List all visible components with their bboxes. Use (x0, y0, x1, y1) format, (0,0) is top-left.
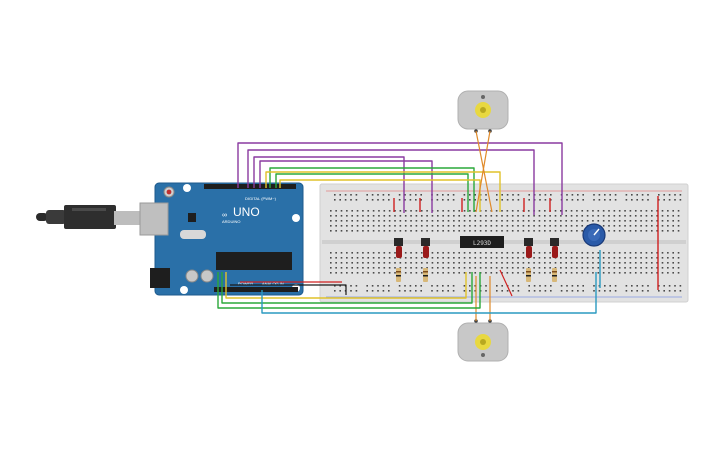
capacitor (185, 269, 199, 283)
digital-label: DIGITAL (PWM~) (245, 196, 277, 201)
resistor[interactable] (552, 268, 557, 282)
crystal (180, 230, 206, 239)
wire-yellow[interactable] (279, 179, 481, 212)
chip-label: L293D (473, 240, 491, 247)
mount-hole (292, 214, 300, 222)
wire-purple[interactable] (247, 149, 535, 215)
push-button[interactable] (550, 238, 559, 258)
mount-hole (183, 184, 191, 192)
wire-green[interactable] (269, 167, 475, 212)
wire-cyan[interactable] (261, 272, 597, 314)
wire-green[interactable] (217, 272, 481, 309)
capacitor (200, 269, 214, 283)
digital-header[interactable] (204, 184, 296, 189)
usb-cable[interactable] (36, 205, 140, 229)
dc-motor-bottom[interactable] (457, 319, 509, 362)
wires[interactable] (217, 130, 659, 321)
dc-motor-top[interactable] (457, 90, 509, 133)
atmega-chip (216, 252, 292, 270)
wire-purple[interactable] (253, 156, 405, 213)
wire-red[interactable] (499, 269, 513, 297)
board-brand: ARDUINO (222, 219, 240, 224)
resistor[interactable] (396, 268, 401, 282)
arduino-uno-board[interactable]: ∞ UNO ARDUINO DIGITAL (PWM~) POWER ANALO… (139, 182, 304, 296)
wire-yellow[interactable] (265, 171, 501, 212)
push-button[interactable] (524, 238, 533, 258)
board-model: UNO (233, 205, 260, 219)
wire-orange-motor[interactable] (475, 130, 493, 213)
push-button[interactable] (394, 238, 403, 258)
wire-green[interactable] (275, 173, 469, 212)
motor-driver-chip[interactable]: L293D (460, 236, 504, 248)
wire-green[interactable] (221, 272, 473, 304)
wire-yellow[interactable] (225, 272, 467, 299)
resistor[interactable] (526, 268, 531, 282)
push-button[interactable] (421, 238, 430, 258)
power-label: POWER (238, 281, 253, 286)
potentiometer[interactable] (582, 223, 606, 247)
infinity-logo: ∞ (222, 212, 227, 219)
power-jack (150, 268, 170, 288)
wire-orange-motor[interactable] (475, 130, 491, 213)
power-analog-header[interactable] (214, 287, 298, 292)
mount-hole (180, 286, 188, 294)
analog-label: ANALOG IN (262, 281, 284, 286)
resistor[interactable] (423, 268, 428, 282)
wire-purple[interactable] (237, 142, 563, 215)
wire-purple[interactable] (259, 160, 433, 213)
wire-black[interactable] (230, 284, 347, 295)
usb-port (139, 202, 169, 236)
